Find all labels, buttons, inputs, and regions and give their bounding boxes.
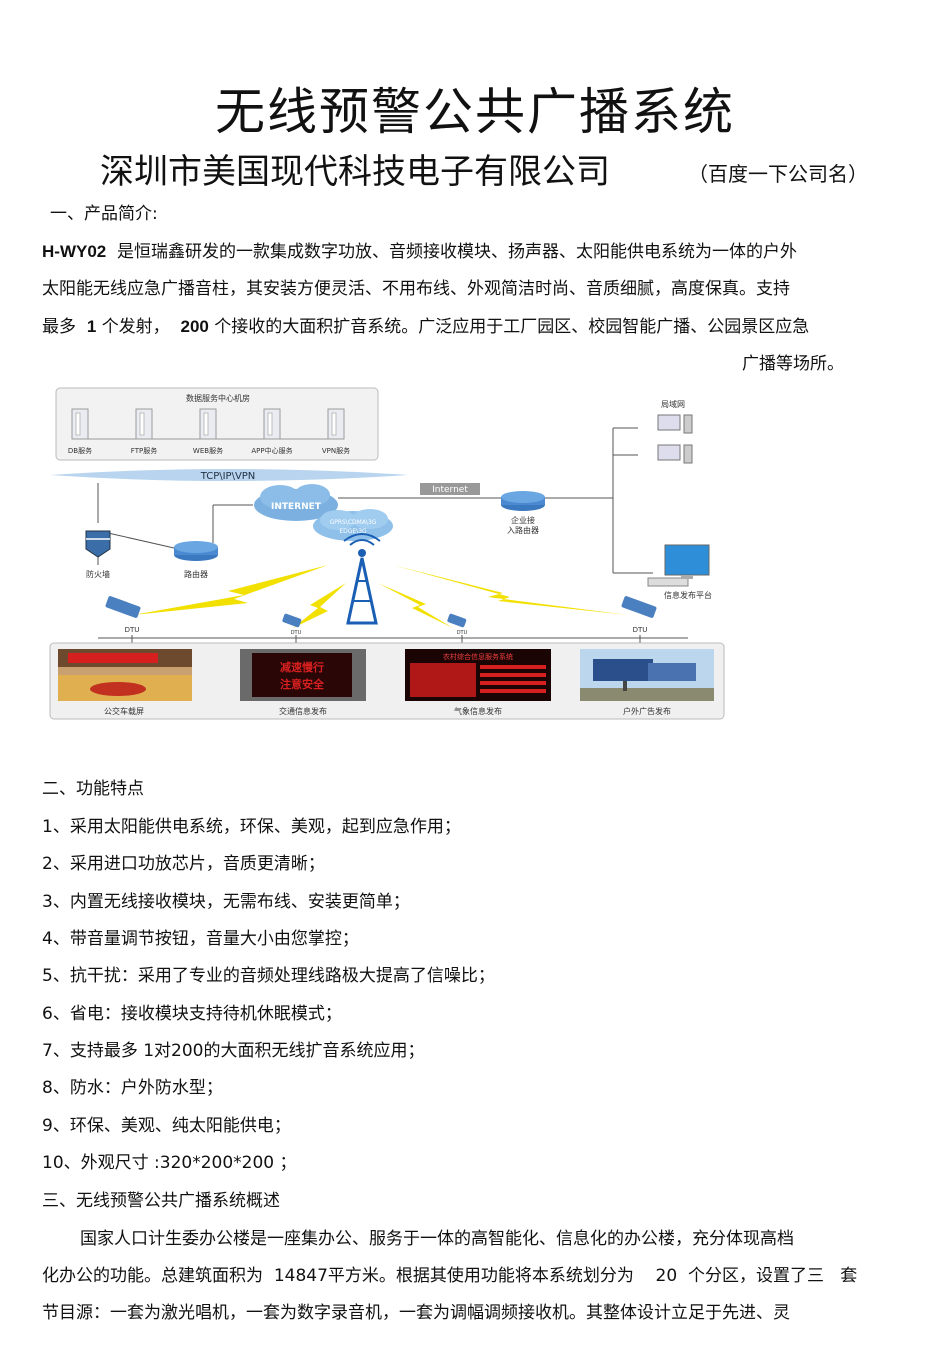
feature-item: 1、采用太阳能供电系统，环保、美观，起到应急作用； xyxy=(42,817,461,837)
feature-item: 5、抗干扰：采用了专业的音频处理线路极大提高了信噪比； xyxy=(42,966,495,986)
overview-text: 套 xyxy=(840,1266,858,1286)
lan-computer-icon xyxy=(657,414,693,434)
server-icon xyxy=(263,408,281,440)
overview-line-2: 化办公的功能。总建筑面积为 14847平方米。根据其使用功能将本系统划分为 20… xyxy=(42,1264,857,1288)
feature-item: 2、采用进口功放芯片，音质更清晰； xyxy=(42,854,325,874)
intro-text-3a: 最多 xyxy=(42,317,76,337)
intro-text-1: 是恒瑞鑫研发的一款集成数字功放、音频接收模块、扬声器、太阳能供电系统为一体的户外 xyxy=(117,242,798,262)
display-panel-frame xyxy=(49,642,725,720)
intro-line-2: 太阳能无线应急广播音柱，其安装方便灵活、不用布线、外观简洁时尚、音质细腻，高度保… xyxy=(42,279,790,299)
dtu-label: DTU xyxy=(125,626,140,634)
overview-text: 化办公的功能。总建筑面积为 xyxy=(42,1266,263,1286)
firewall-label: 防火墙 xyxy=(86,569,110,579)
panel-label: 气象信息发布 xyxy=(454,706,502,716)
lan-label: 局域网 xyxy=(661,399,685,409)
feature-item: 10、外观尺寸 :320*200*200 ； xyxy=(42,1153,297,1173)
server-label: DB服务 xyxy=(68,446,92,455)
traffic-sign-text: 注意安全 xyxy=(280,677,325,691)
network-bar xyxy=(50,469,408,481)
server-label: WEB服务 xyxy=(193,446,223,455)
feature-item: 9、环保、美观、纯太阳能供电； xyxy=(42,1116,291,1136)
server-icon xyxy=(327,408,345,440)
dtu-label: DTU xyxy=(633,626,648,634)
cloud-label: INTERNET xyxy=(271,502,322,512)
server-icon xyxy=(71,408,89,440)
firewall-icon xyxy=(85,530,111,558)
intro-line-4: 广播等场所。 xyxy=(742,354,844,374)
intro-text-3b: 1 xyxy=(86,317,97,336)
enterprise-router-label: 入路由器 xyxy=(507,525,539,535)
internet-label-box xyxy=(420,483,480,495)
dtu-icon xyxy=(282,613,302,628)
intro-text-3d: 200 xyxy=(180,317,209,336)
bus-screen-image xyxy=(58,649,192,701)
feature-item: 6、省电：接收模块支持待机休眠模式； xyxy=(42,1004,342,1024)
company-hint: （百度一下公司名） xyxy=(688,162,868,186)
network-bar-label: TCP\IP\VPN xyxy=(200,471,256,482)
dtu-icon xyxy=(621,596,657,618)
server-label: APP中心服务 xyxy=(251,446,292,455)
overview-text: 平方米。根据其使用功能将本系统划分为 xyxy=(327,1266,634,1286)
cloud-label: GPRS\CDMA\3G xyxy=(330,519,377,526)
overview-line-1: 国家人口计生委办公楼是一座集办公、服务于一体的高智能化、信息化的办公楼，充分体现… xyxy=(80,1229,794,1249)
internet-label: Internet xyxy=(432,485,468,495)
platform-label: 信息发布平台 xyxy=(664,590,712,600)
dtu-label: DTU xyxy=(291,630,302,636)
server-label: FTP服务 xyxy=(131,446,157,455)
panel-label: 交通信息发布 xyxy=(279,706,327,716)
server-label: VPN服务 xyxy=(322,446,350,455)
traffic-sign-image: 减速慢行 注意安全 xyxy=(240,649,366,701)
server-icon xyxy=(135,408,153,440)
panel-label: 户外广告发布 xyxy=(623,706,671,716)
overview-line-3: 节目源：一套为激光唱机，一套为数字录音机，一套为调幅调频接收机。其整体设计立足于… xyxy=(42,1303,790,1323)
monitor-icon xyxy=(647,544,710,587)
feature-item: 7、支持最多 1对200的大面积无线扩音系统应用； xyxy=(42,1041,425,1061)
server-group xyxy=(71,408,345,440)
intro-line-1: H-WY02 是恒瑞鑫研发的一款集成数字功放、音频接收模块、扬声器、太阳能供电系… xyxy=(42,240,797,264)
section3-heading: 三、无线预警公共广播系统概述 xyxy=(42,1191,280,1211)
weather-board-title: 农村综合信息服务系统 xyxy=(443,652,513,661)
weather-board-image: 农村综合信息服务系统 xyxy=(405,649,551,701)
overview-number: 20 xyxy=(655,1266,678,1286)
billboard-image xyxy=(580,649,714,701)
server-icon xyxy=(199,408,217,440)
network-diagram: 数据服务中心机房 DB服务 FTP服务 WEB服务 APP中心服务 VPN服务 … xyxy=(49,387,725,720)
signal-bolt xyxy=(133,565,628,628)
intro-text-3e: 个接收的大面积扩音系统。广泛应用于工厂园区、校园智能广播、公园景区应急 xyxy=(214,317,810,337)
dtu-icon xyxy=(105,596,141,618)
tower-icon xyxy=(343,533,381,625)
enterprise-router-icon xyxy=(501,491,545,511)
overview-number: 14847 xyxy=(273,1266,328,1286)
feature-item: 3、内置无线接收模块，无需布线、安装更简单； xyxy=(42,892,410,912)
enterprise-router-label: 企业接 xyxy=(511,515,535,525)
internet-cloud: INTERNET xyxy=(254,484,338,521)
dtu-icon xyxy=(447,613,467,628)
router-icon xyxy=(174,541,218,561)
intro-text-3c: 个发射， xyxy=(101,317,170,337)
intro-line-3: 最多 1 个发射， 200 个接收的大面积扩音系统。广泛应用于工厂园区、校园智能… xyxy=(42,315,809,339)
lan-computer-icon xyxy=(657,444,693,464)
model-number: H-WY02 xyxy=(42,242,107,261)
data-center-box xyxy=(55,387,379,461)
overview-text: 个分区，设置了三 xyxy=(687,1266,824,1286)
router-label: 路由器 xyxy=(184,569,208,579)
company-name: 深圳市美国现代科技电子有限公司 xyxy=(100,152,610,192)
dtu-label: DTU xyxy=(457,630,468,636)
panel-label: 公交车载屏 xyxy=(104,706,144,716)
data-center-title: 数据服务中心机房 xyxy=(186,393,250,403)
wireless-cloud: GPRS\CDMA\3G EDGE\3G xyxy=(313,509,393,541)
cloud-label: EDGE\3G xyxy=(339,528,367,535)
traffic-sign-text: 减速慢行 xyxy=(280,660,324,674)
feature-item: 8、防水：户外防水型； xyxy=(42,1078,223,1098)
section1-heading: 一、产品简介: xyxy=(50,204,158,224)
feature-item: 4、带音量调节按钮，音量大小由您掌控； xyxy=(42,929,359,949)
section2-heading: 二、功能特点 xyxy=(42,779,144,799)
document-title: 无线预警公共广播系统 xyxy=(215,83,735,141)
